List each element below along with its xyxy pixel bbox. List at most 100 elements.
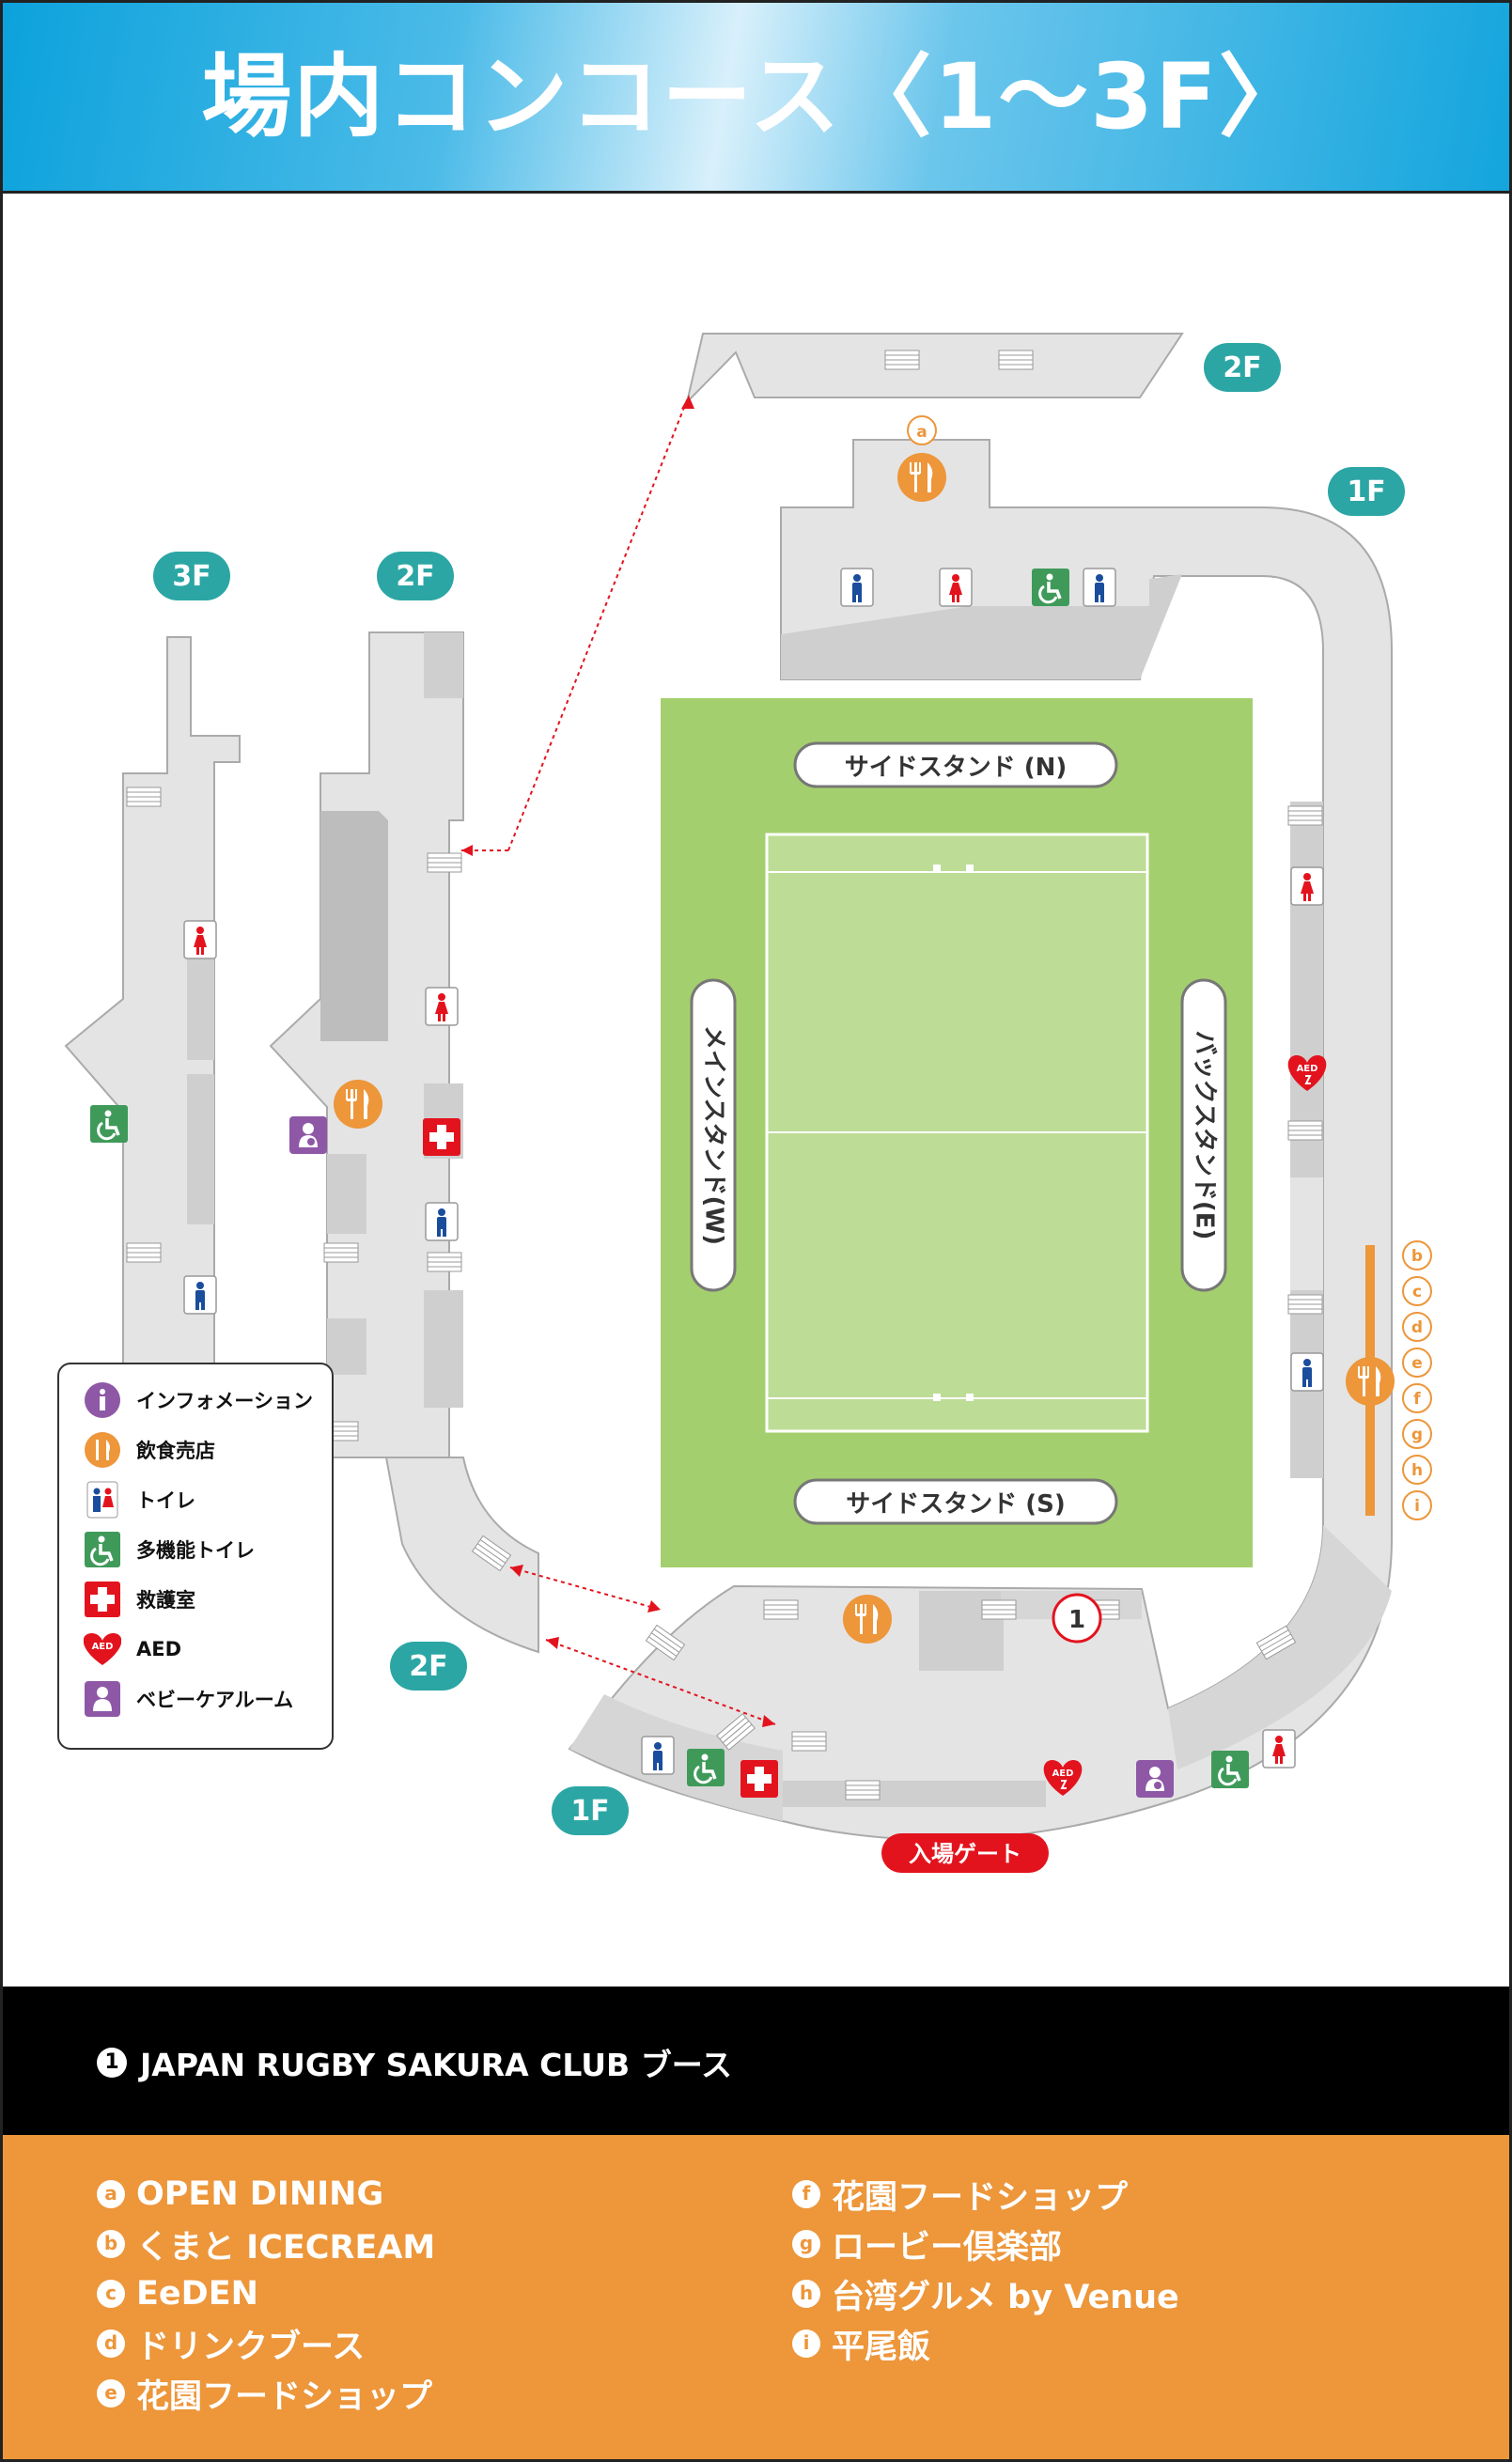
stand-label-east: バックスタンド(E) — [1180, 978, 1227, 1292]
shop-letter-badge: h — [792, 2280, 820, 2308]
toilet-icon — [425, 1202, 459, 1241]
shop-letter-badge: g — [792, 2230, 820, 2258]
baby-care-icon — [84, 1680, 121, 1718]
page-title: 場内コンコース〈1〜3F〉 — [201, 44, 1311, 149]
svg-text:1F: 1F — [1347, 475, 1385, 508]
shop-list-item: g ロービー倶楽部 — [792, 2220, 1062, 2267]
shop-marker-i: i — [1402, 1490, 1432, 1520]
accessible-toilet-icon — [84, 1531, 121, 1568]
svg-text:1F: 1F — [570, 1795, 609, 1828]
club-booth-entry: 1 JAPAN RUGBY SAKURA CLUB ブース — [97, 2039, 732, 2086]
aed-icon: AED — [83, 1630, 122, 1668]
shop-name: EeDEN — [136, 2275, 258, 2313]
legend-label: 飲食売店 — [136, 1440, 215, 1462]
legend-label: ベビーケアルーム — [136, 1689, 294, 1711]
entrance-gate-label: 入場ゲート — [881, 1833, 1049, 1873]
baby-care-icon — [289, 1116, 327, 1154]
shop-name: 花園フードショップ — [136, 2377, 433, 2416]
toilet-icon — [425, 987, 459, 1026]
legend-label: トイレ — [136, 1489, 195, 1512]
floor-badge-2f-south: 2F — [390, 1642, 467, 1691]
shop-letter-badge: e — [97, 2379, 125, 2407]
svg-text:h: h — [1411, 1461, 1423, 1480]
toilet-icon — [939, 568, 973, 607]
svg-text:d: d — [1411, 1318, 1423, 1337]
svg-text:g: g — [1411, 1426, 1423, 1444]
legend-label: AED — [136, 1638, 182, 1660]
shop-name: OPEN DINING — [136, 2175, 384, 2213]
header-banner: 場内コンコース〈1〜3F〉 — [3, 3, 1509, 194]
info-icon — [84, 1381, 121, 1419]
svg-text:f: f — [1413, 1390, 1421, 1409]
toilet-icon — [183, 1275, 217, 1315]
stand-label-north: サイドスタンド (N) — [793, 741, 1118, 788]
svg-text:2F: 2F — [409, 1650, 447, 1683]
toilet-icon — [641, 1736, 675, 1775]
shop-marker-a: a — [907, 415, 937, 445]
shop-letter-badge: i — [792, 2330, 820, 2358]
stadium-map: AED — [64, 333, 1432, 1873]
food-icon — [84, 1431, 121, 1469]
svg-text:メインスタンド(W): メインスタンド(W) — [700, 1025, 728, 1245]
toilet-icon — [1083, 568, 1116, 607]
floor-badge-2f-north: 2F — [1204, 343, 1281, 392]
floor-badge-1f-east: 1F — [1328, 467, 1405, 516]
legend-item: 多機能トイレ — [84, 1531, 255, 1568]
shop-name: ドリンクブース — [136, 2328, 366, 2366]
shop-letter-badge: f — [792, 2180, 820, 2208]
club-booth-label: JAPAN RUGBY SAKURA CLUB ブース — [140, 2047, 733, 2083]
legend-label: インフォメーション — [136, 1390, 313, 1412]
shop-list-item: d ドリンクブース — [97, 2320, 365, 2367]
svg-text:i: i — [1414, 1497, 1420, 1516]
club-booth-number: 1 — [97, 2048, 127, 2078]
first-aid-icon — [740, 1760, 778, 1798]
svg-text:バックスタンド(E): バックスタンド(E) — [1191, 1031, 1219, 1240]
shop-name: くまと ICECREAM — [136, 2228, 436, 2267]
legend-item: インフォメーション — [84, 1381, 313, 1419]
food-icon — [897, 453, 946, 502]
svg-text:2F: 2F — [1223, 351, 1261, 384]
svg-text:c: c — [1412, 1283, 1422, 1301]
floor-badge-1f-south: 1F — [552, 1786, 629, 1835]
toilet-icon — [1262, 1729, 1296, 1769]
floor-1f-ring-concourse — [568, 439, 1393, 1841]
legend-item: 救護室 — [84, 1581, 195, 1618]
svg-text:a: a — [916, 423, 927, 442]
legend-item: AED AED — [83, 1630, 182, 1668]
legend-item: 飲食売店 — [84, 1431, 215, 1469]
legend-label: 多機能トイレ — [136, 1539, 255, 1562]
first-aid-icon — [84, 1581, 121, 1618]
shop-marker-d: d — [1402, 1312, 1432, 1342]
shop-list-item: e 花園フードショップ — [97, 2370, 432, 2417]
shop-letter-badge: b — [97, 2230, 125, 2258]
baby-care-icon — [1136, 1760, 1174, 1798]
food-icon — [843, 1595, 892, 1644]
svg-text:1: 1 — [1068, 1606, 1085, 1634]
floor-badge-2f-west: 2F — [377, 552, 454, 600]
shop-name: ロービー倶楽部 — [832, 2228, 1063, 2267]
accessible-toilet-icon — [685, 1747, 726, 1788]
shop-marker-g: g — [1402, 1419, 1432, 1449]
svg-text:入場ゲート: 入場ゲート — [909, 1841, 1021, 1867]
svg-text:サイドスタンド (S): サイドスタンド (S) — [846, 1490, 1066, 1519]
accessible-toilet-icon — [1030, 567, 1071, 608]
club-booth-band: 1 JAPAN RUGBY SAKURA CLUB ブース — [3, 1987, 1509, 2135]
shop-marker-c: c — [1402, 1276, 1432, 1306]
toilet-icon — [1290, 1352, 1324, 1392]
legend-item: ベビーケアルーム — [84, 1680, 293, 1718]
accessible-toilet-icon — [1209, 1749, 1251, 1790]
stand-label-west: メインスタンド(W) — [690, 978, 737, 1292]
food-icon — [1346, 1357, 1395, 1406]
shop-marker-h: h — [1402, 1455, 1432, 1485]
shop-name: 花園フードショップ — [832, 2178, 1129, 2217]
svg-text:サイドスタンド (N): サイドスタンド (N) — [845, 754, 1068, 782]
shop-marker-e: e — [1402, 1348, 1432, 1378]
shop-letter-badge: d — [97, 2330, 125, 2358]
stair-connector-lines — [461, 395, 776, 1725]
legend: インフォメーション飲食売店トイレ多機能トイレ救護室 AED AED ベビーケアルーム — [57, 1363, 334, 1750]
toilet-icon — [183, 920, 217, 959]
